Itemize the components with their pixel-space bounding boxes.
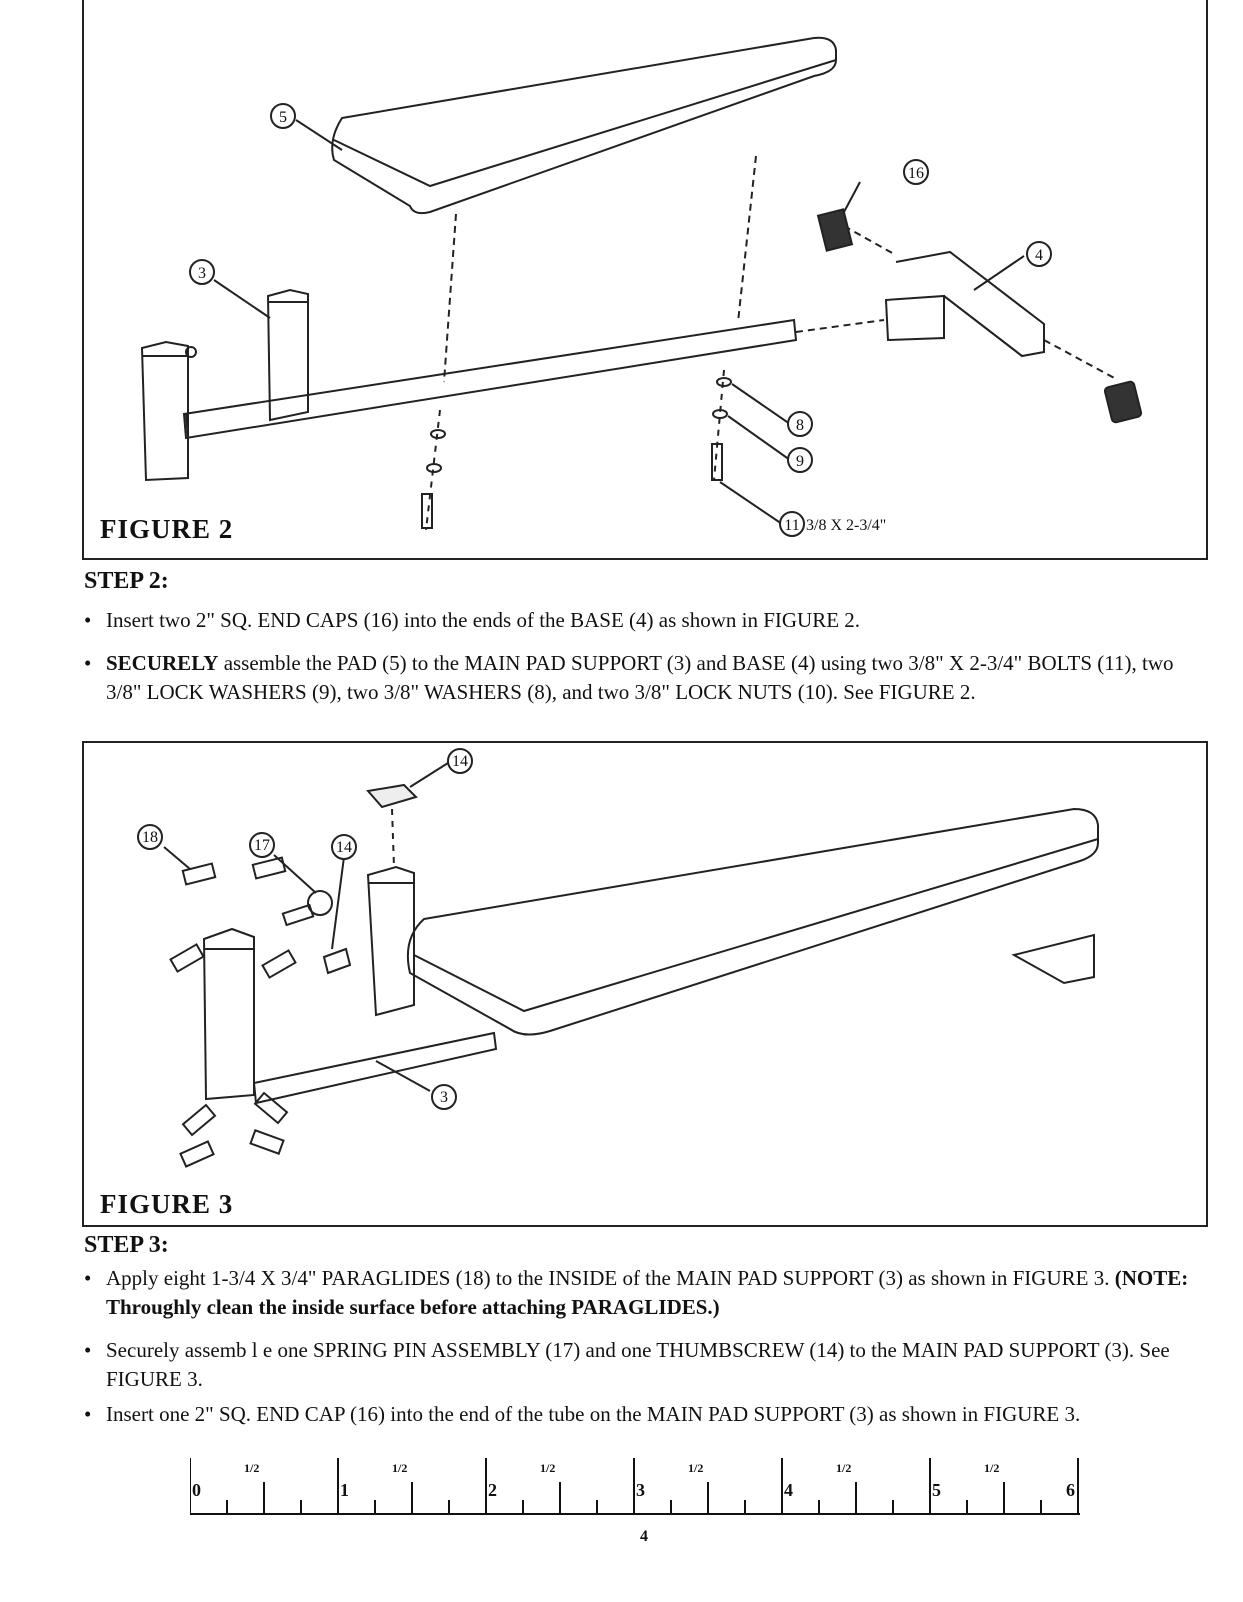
- figure-3-drawing: 14 18 17 14 3: [137, 748, 1099, 1168]
- ruler-half-label: 1/2: [836, 1461, 851, 1475]
- callout-18: [137, 824, 163, 850]
- figure-2-label: FIGURE 2: [100, 514, 234, 544]
- step-2-bullet-1: • Insert two 2" SQ. END CAPS (16) into t…: [84, 606, 1214, 635]
- ruler-half-label: 1/2: [540, 1461, 555, 1475]
- ruler-number-5: 5: [932, 1480, 941, 1500]
- step-3-bullet-3-text: Insert one 2" SQ. END CAP (16) into the …: [106, 1402, 1081, 1426]
- ruler-number-6: 6: [1066, 1480, 1075, 1500]
- inch-ruler: 0 1 2 3 4 5 6 1/2 1/2 1/2 1/2 1/2 1/2: [190, 1458, 1080, 1515]
- callout-14-top-text: 14: [452, 753, 468, 770]
- main-pad-support: [202, 927, 255, 1101]
- ruler-number-4: 4: [784, 1480, 793, 1500]
- ruler-number-3: 3: [636, 1480, 645, 1500]
- step-3-bullet-1-note: (NOTE: Throughly clean the inside surfac…: [106, 1266, 1189, 1319]
- figure-2-drawing: 5 16 3 4 8 9 11 3/8 X 2-3/4": [140, 36, 1143, 537]
- rail: [252, 1031, 498, 1105]
- callout-5: [270, 103, 296, 129]
- callout-18-text: 18: [142, 829, 158, 846]
- callout-14-top: [447, 748, 473, 774]
- bolt-spec: 3/8 X 2-3/4": [806, 517, 886, 534]
- step-2-title: STEP 2:: [84, 568, 169, 594]
- callout-8-text: 8: [796, 417, 804, 434]
- callout-9: [787, 447, 813, 473]
- callout-9-text: 9: [796, 453, 804, 470]
- step-3-bullet-2-text: Securely assemb l e one SPRING PIN ASSEM…: [106, 1338, 1170, 1391]
- ruler-half-label: 1/2: [984, 1461, 999, 1475]
- rear-upright: [266, 288, 309, 422]
- ruler-number-1: 1: [340, 1480, 349, 1500]
- ruler-half-label: 1/2: [392, 1461, 407, 1475]
- base-4: [895, 250, 1045, 358]
- step-3-bullet-3: • Insert one 2" SQ. END CAP (16) into th…: [84, 1400, 1214, 1429]
- ruler-half-label: 1/2: [244, 1461, 259, 1475]
- callout-11: [779, 511, 805, 537]
- callout-3-text: 3: [440, 1089, 448, 1106]
- ruler-number-0: 0: [192, 1480, 201, 1500]
- front-upright: [140, 340, 189, 482]
- callout-11-text: 11: [784, 517, 799, 534]
- callout-14-side-text: 14: [336, 839, 352, 856]
- step-3-bullet-1-text: Apply eight 1-3/4 X 3/4" PARAGLIDES (18)…: [106, 1266, 1115, 1290]
- step-2-bullet-1-text: Insert two 2" SQ. END CAPS (16) into the…: [106, 608, 861, 632]
- step-2-bullet-2-bold: SECURELY: [106, 651, 219, 675]
- step-2-bullet-2: • SECURELY assemble the PAD (5) to the M…: [84, 651, 1174, 704]
- pad-5-shape: [331, 36, 837, 215]
- page-number: 4: [640, 1528, 648, 1545]
- callout-8: [787, 411, 813, 437]
- ruler-half-label: 1/2: [688, 1461, 703, 1475]
- callout-14-side: [331, 834, 357, 860]
- callout-4-text: 4: [1035, 247, 1043, 264]
- step-3-bullet-1: • Apply eight 1-3/4 X 3/4" PARAGLIDES (1…: [84, 1266, 1189, 1319]
- step-3-bullet-2: • Securely assemb l e one SPRING PIN ASS…: [84, 1336, 1214, 1394]
- callout-17: [249, 832, 275, 858]
- step-3-title: STEP 3:: [84, 1232, 169, 1258]
- figure-2: 5 16 3 4 8 9 11 3/8 X 2-3/4" FIGURE 2: [82, 0, 1208, 560]
- callout-16: [903, 159, 929, 185]
- callout-17-text: 17: [254, 837, 270, 854]
- callout-3-text: 3: [198, 265, 206, 282]
- callout-5-text: 5: [279, 109, 287, 126]
- pad-shape: [406, 807, 1099, 1036]
- ruler-number-2: 2: [488, 1480, 497, 1500]
- callout-4: [1026, 241, 1052, 267]
- figure-3-label: FIGURE 3: [100, 1189, 234, 1219]
- callout-3: [431, 1084, 457, 1110]
- main-rail: [182, 318, 798, 440]
- callout-16-text: 16: [908, 165, 924, 182]
- step-2-bullet-2-text: assemble the PAD (5) to the MAIN PAD SUP…: [106, 651, 1174, 704]
- figure-3: 14 18 17 14 3 FIGURE 3: [82, 741, 1208, 1227]
- callout-3: [189, 259, 215, 285]
- base-stub: [884, 294, 945, 342]
